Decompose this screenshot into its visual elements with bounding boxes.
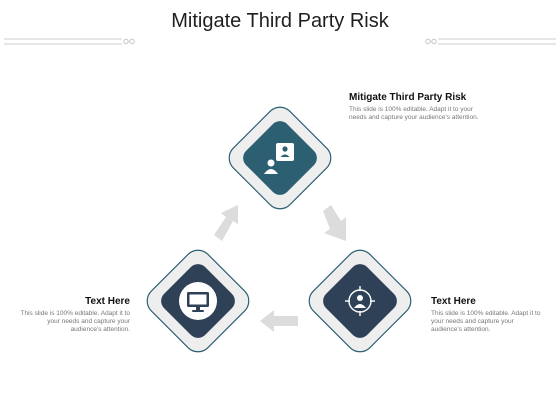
text-block-left-heading: Text Here [85,296,130,307]
node-top [228,106,332,210]
text-block-left-body: This slide is 100% editable. Adapt it to… [20,310,130,333]
text-block-right: Text Here This slide is 100% editable. A… [431,296,541,334]
monitor-icon [187,292,209,312]
text-block-right-heading: Text Here [431,296,476,307]
arrow-right-to-left [260,310,298,332]
node-left [146,249,250,353]
arrow-top-to-right [323,205,346,241]
title-divider-right [425,38,556,45]
text-block-top: Mitigate Third Party Risk This slide is … [349,92,484,122]
user-document-icon [264,143,294,174]
target-user-icon [345,286,375,316]
arrow-left-to-top [214,205,238,241]
text-block-top-heading: Mitigate Third Party Risk [349,92,467,103]
node-right [308,249,412,353]
text-block-top-body: This slide is 100% editable. Adapt it to… [349,106,479,121]
text-block-right-body: This slide is 100% editable. Adapt it to… [431,310,541,333]
title-divider-left [4,38,135,45]
page-title: Mitigate Third Party Risk [171,10,389,32]
text-block-left: Text Here This slide is 100% editable. A… [20,296,130,334]
